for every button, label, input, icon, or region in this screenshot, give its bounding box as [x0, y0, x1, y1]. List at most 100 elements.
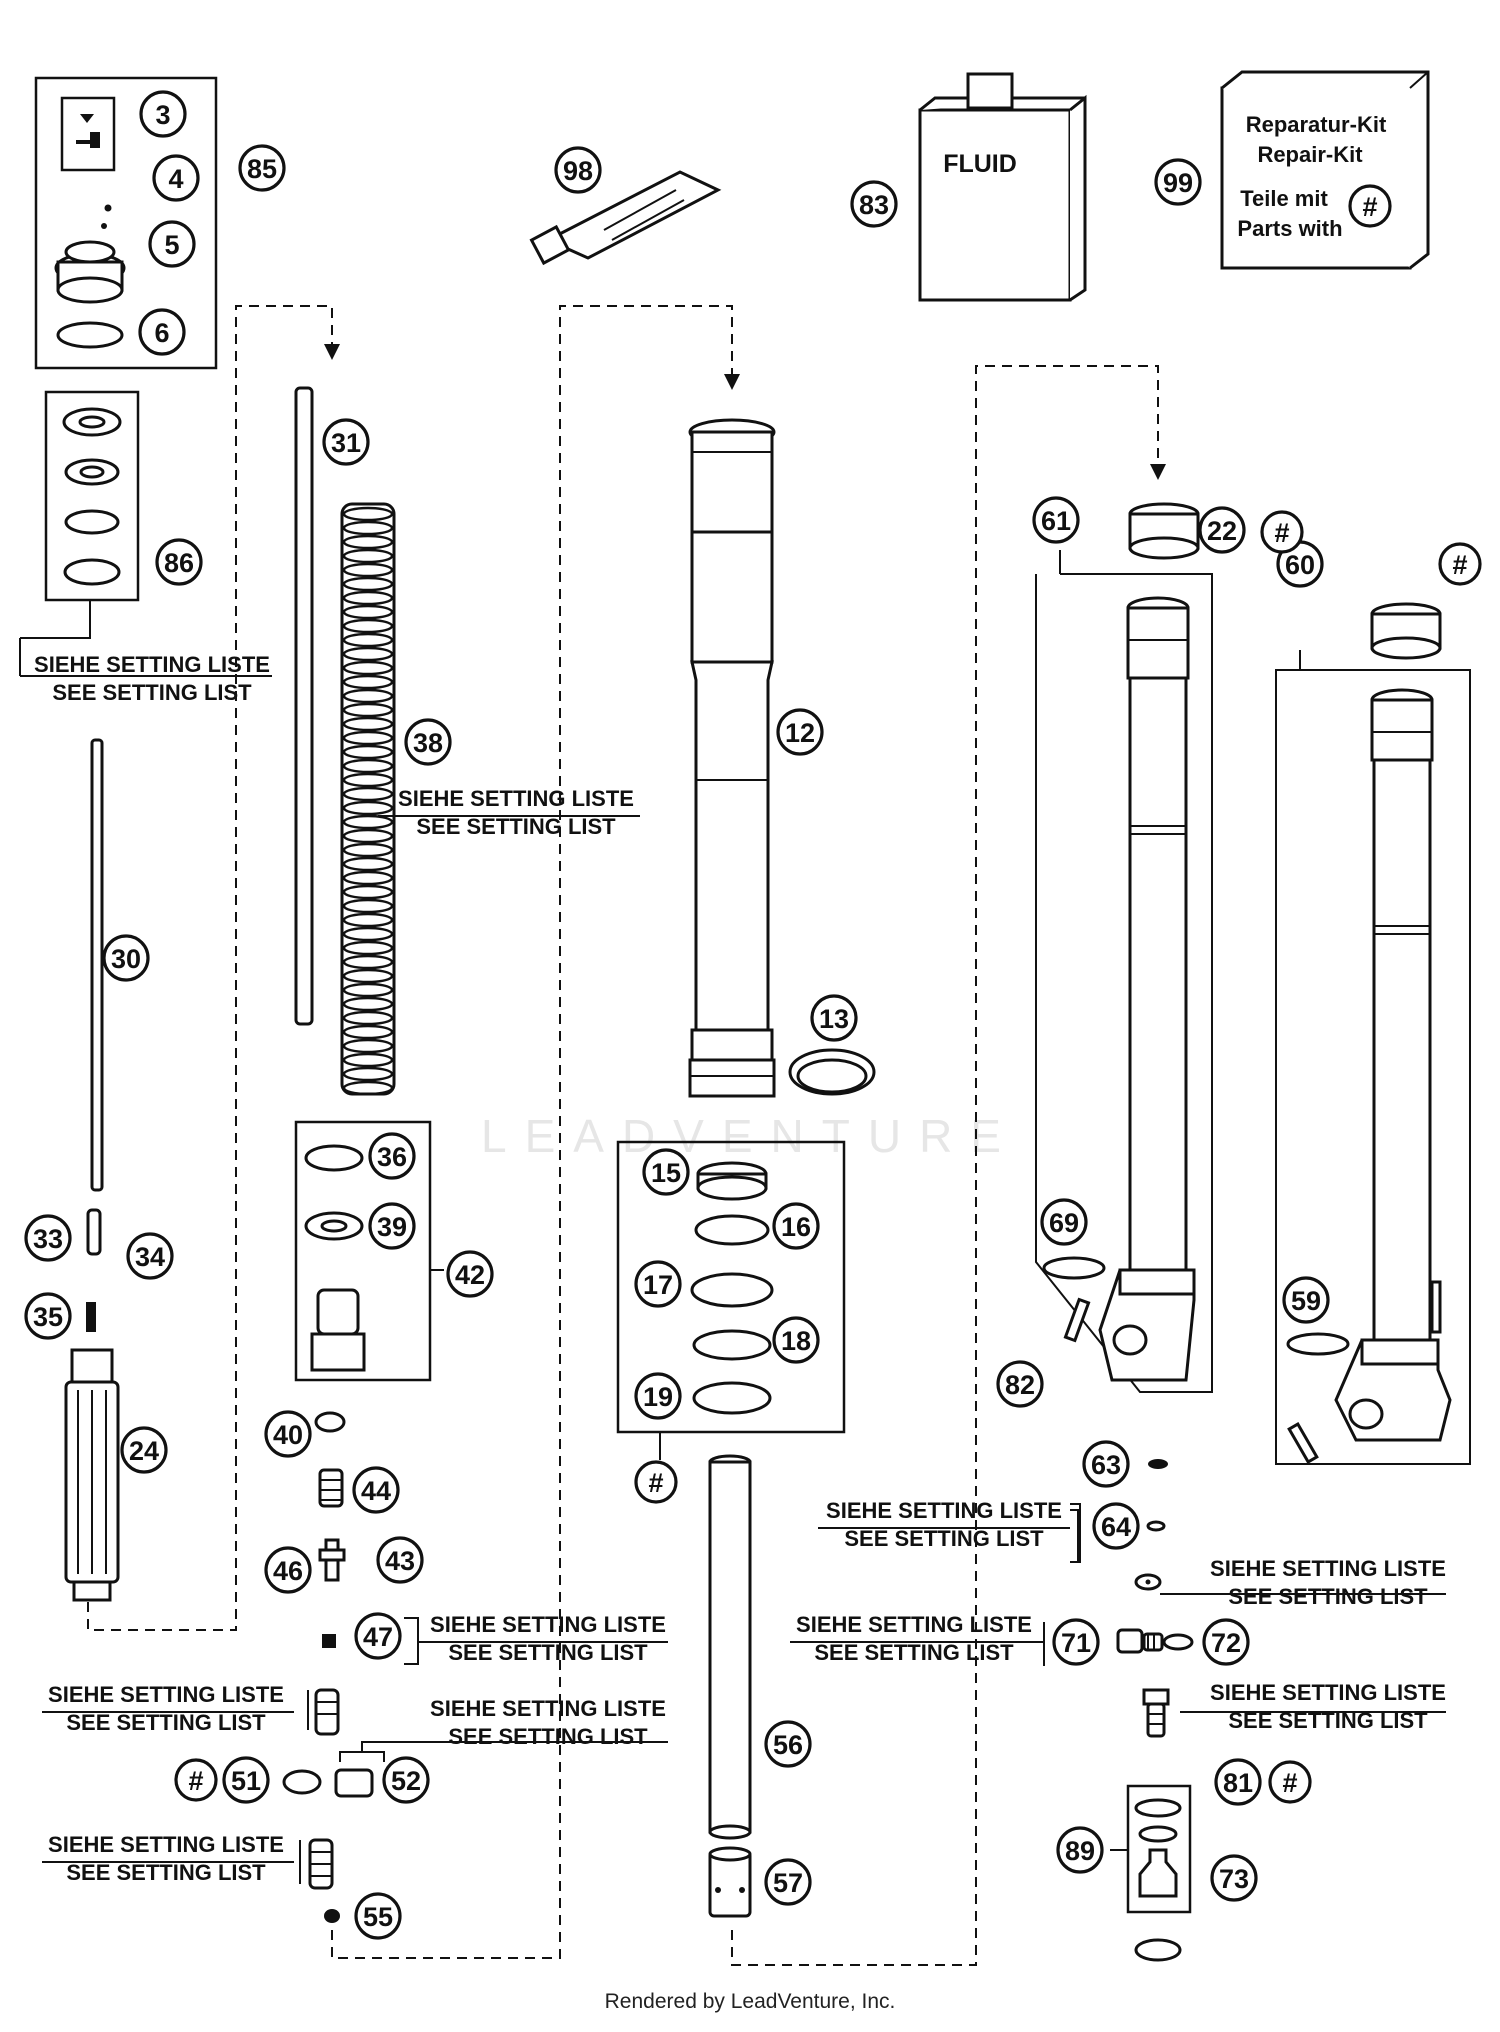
repair-kit-box	[1409, 71, 1429, 89]
callout-22: 22	[1198, 506, 1246, 554]
washer-part	[63, 558, 121, 586]
repair-kit-marker: #	[1438, 542, 1482, 586]
spring-coil	[342, 506, 394, 522]
fluid-label: FLUID	[943, 150, 1017, 178]
valve-part	[1142, 1688, 1170, 1706]
callout-38-label: 38	[413, 728, 443, 758]
callout-46: 46	[264, 1546, 312, 1594]
callout-82: 82	[996, 1360, 1044, 1408]
inner-tube-part	[708, 1824, 752, 1840]
callout-57-circle	[764, 1858, 812, 1906]
assembly-path-left	[87, 305, 333, 1631]
fluid-bottle-part	[1069, 94, 1087, 302]
setting-note: SIEHE SETTING LISTE SEE SETTING LIST	[378, 786, 640, 839]
grease-tube-part	[529, 224, 571, 266]
callout-4-circle	[152, 154, 200, 202]
setting-note: SIEHE SETTING LISTE SEE SETTING LIST	[42, 1832, 301, 1885]
callout-56-circle	[764, 1720, 812, 1768]
callout-33-label: 33	[33, 1224, 63, 1254]
cap-part	[64, 240, 116, 264]
repair-kit-marker-label: #	[1452, 550, 1467, 580]
washer-part	[694, 1214, 770, 1246]
callout-73-circle	[1210, 1854, 1258, 1902]
spring-coil	[342, 604, 394, 620]
callout-19: 19	[634, 1372, 682, 1420]
callout-35-label: 35	[33, 1302, 63, 1332]
callout-89-label: 89	[1065, 1836, 1095, 1866]
repair-kit-marker: #	[634, 1460, 678, 1504]
callout-36: 36	[368, 1132, 416, 1180]
callout-82-label: 82	[1005, 1370, 1035, 1400]
valve-part	[1148, 1713, 1164, 1725]
spring-coil	[342, 632, 394, 648]
callout-85: 85	[238, 144, 286, 192]
callout-12-circle	[776, 708, 824, 756]
callout-36-label: 36	[377, 1142, 407, 1172]
leader-line	[19, 638, 272, 677]
callout-15: 15	[642, 1148, 690, 1196]
callout-85-label: 85	[247, 154, 277, 184]
ball-icon	[104, 204, 112, 212]
callout-18-label: 18	[781, 1326, 811, 1356]
callout-43-label: 43	[385, 1546, 415, 1576]
spring-coil	[342, 590, 394, 606]
grease-tube-part	[603, 189, 685, 241]
valve-part	[314, 1688, 340, 1736]
setting-note: SIEHE SETTING LISTE SEE SETTING LIST	[404, 1612, 668, 1665]
callout-86-label: 86	[164, 548, 194, 578]
spring-part	[320, 1479, 342, 1501]
repair-kit-marker: #	[1268, 1760, 1312, 1804]
axle-clamp-part	[1118, 1268, 1196, 1296]
callout-19-label: 19	[643, 1382, 673, 1412]
callout-3: 3	[139, 90, 187, 138]
callout-19-circle	[634, 1372, 682, 1420]
spring-part	[1116, 1628, 1144, 1654]
callout-64-circle	[1092, 1502, 1140, 1550]
callout-61-label: 61	[1041, 506, 1071, 536]
washer-part	[1134, 1938, 1182, 1962]
callout-35-circle	[24, 1292, 72, 1340]
arrow-down-icon	[324, 344, 340, 360]
callout-98-circle	[554, 146, 602, 194]
callout-63-circle	[1082, 1440, 1130, 1488]
callout-6-label: 6	[154, 318, 169, 348]
callout-42-circle	[446, 1250, 494, 1298]
guide-ring-part	[796, 1058, 868, 1094]
screw-icon	[76, 132, 100, 148]
callout-63-label: 63	[1091, 1450, 1121, 1480]
callout-38-circle	[404, 718, 452, 766]
spring-coil	[342, 660, 394, 676]
spring-coil	[342, 576, 394, 592]
spring-coil	[342, 674, 394, 690]
spring-coil	[342, 828, 394, 844]
fluid-bottle-part	[918, 108, 1072, 302]
callout-33-circle	[24, 1214, 72, 1262]
part-group-box	[44, 390, 140, 602]
spring-coil	[342, 520, 394, 536]
callout-24: 24	[120, 1426, 168, 1474]
spring-coil	[342, 968, 394, 984]
spring-coils	[342, 506, 394, 1096]
spring-coil	[342, 618, 394, 634]
callout-12-label: 12	[785, 718, 815, 748]
callout-13: 13	[810, 994, 858, 1042]
callout-17-label: 17	[643, 1270, 673, 1300]
cap-part	[56, 276, 124, 304]
svg-text:SIEHE SETTING LISTE: SIEHE SETTING LISTE	[48, 1832, 284, 1857]
repair-kit-marker: #	[1260, 510, 1304, 554]
callout-33: 33	[24, 1214, 72, 1262]
bushing-part	[1370, 636, 1442, 660]
setting-note: SIEHE SETTING LISTE SEE SETTING LIST	[1160, 1556, 1446, 1609]
callout-47-circle	[354, 1612, 402, 1660]
callout-51-label: 51	[231, 1766, 261, 1796]
callout-61: 61	[1032, 496, 1080, 544]
outer-tube-part	[690, 530, 774, 664]
spring-coil	[342, 1038, 394, 1054]
callout-73-label: 73	[1219, 1864, 1249, 1894]
oring-part	[1138, 1825, 1178, 1843]
callout-81-label: 81	[1223, 1768, 1253, 1798]
spring-coil	[342, 996, 394, 1012]
repair-kit-marker-circle	[634, 1460, 678, 1504]
